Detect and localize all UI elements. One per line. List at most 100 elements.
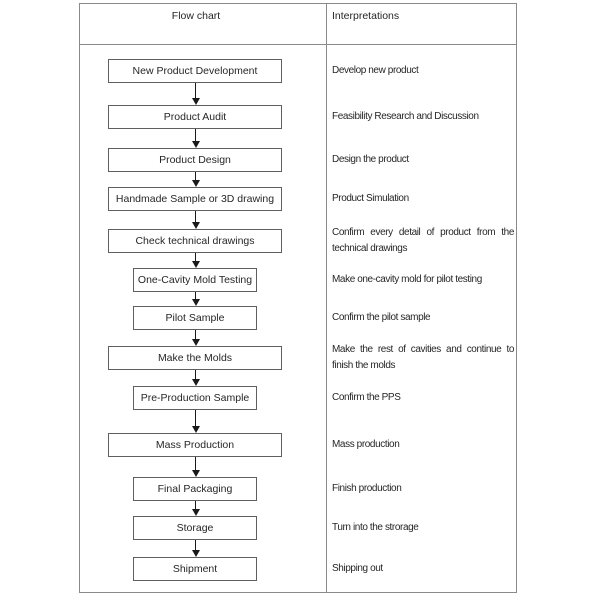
flow-step-label: One-Cavity Mold Testing [137, 274, 253, 286]
arrow-down-icon [187, 253, 204, 268]
arrow-head [191, 470, 200, 477]
arrow-head [191, 426, 200, 433]
flow-step-box: Handmade Sample or 3D drawing [108, 187, 282, 211]
interpretation-cell: Develop new product [332, 59, 514, 83]
flow-step-box: Storage [133, 516, 257, 540]
arrow-head [191, 379, 200, 386]
flow-row: Make the Molds Make the rest of cavities… [80, 344, 516, 371]
interpretation-text: Turn into the strorage [332, 522, 419, 533]
flow-step-label: Final Packaging [157, 483, 233, 495]
flow-row: Mass Production Mass production [80, 433, 516, 457]
flow-step-box: New Product Development [108, 59, 282, 83]
interpretation-text: Finish production [332, 483, 402, 494]
arrow-shaft [194, 253, 197, 261]
flow-step-label: New Product Development [132, 65, 258, 77]
arrow-head [191, 222, 200, 229]
column-divider [326, 4, 327, 592]
interpretation-cell: Feasibility Research and Discussion [332, 105, 514, 129]
interpretation-text: Make one-cavity mold for pilot testing [332, 274, 482, 285]
arrow-shaft [194, 540, 197, 550]
arrow-head [191, 98, 200, 105]
flow-step-label: Product Design [159, 154, 231, 166]
interpretation-text: Product Simulation [332, 193, 409, 204]
flow-row: Check technical drawings Confirm every d… [80, 227, 516, 254]
interpretation-cell: Confirm the pilot sample [332, 306, 514, 330]
flow-step-box: Pre-Production Sample [133, 386, 257, 410]
interpretation-text: Mass production [332, 439, 400, 450]
interpretation-cell: Confirm every detail of product from the… [332, 227, 514, 254]
flow-chart-column-header: Flow chart [171, 10, 221, 22]
arrow-head [191, 509, 200, 516]
arrow-down-icon [187, 83, 204, 105]
arrow-head [191, 339, 200, 346]
interpretation-text: Make the rest of cavities and continue t… [332, 344, 514, 371]
flow-row: One-Cavity Mold Testing Make one-cavity … [80, 268, 516, 292]
interpretation-text: Design the product [332, 154, 409, 165]
arrow-down-icon [187, 501, 204, 516]
interpretation-cell: Shipping out [332, 557, 514, 581]
flow-row: Handmade Sample or 3D drawing Product Si… [80, 187, 516, 211]
arrow-down-icon [187, 292, 204, 306]
arrow-down-icon [187, 457, 204, 477]
arrow-shaft [194, 457, 197, 470]
interpretation-text: Feasibility Research and Discussion [332, 111, 479, 122]
arrow-down-icon [187, 330, 204, 346]
interpretation-text: Develop new product [332, 65, 419, 76]
arrow-down-icon [187, 172, 204, 187]
table-header: Flow chart Interpretations [80, 4, 516, 45]
arrow-shaft [194, 501, 197, 509]
interpretation-text: Shipping out [332, 563, 383, 574]
flow-step-label: Mass Production [155, 439, 235, 451]
interpretation-cell: Turn into the strorage [332, 516, 514, 540]
arrow-shaft [194, 410, 197, 426]
arrow-head [191, 180, 200, 187]
interpretation-cell: Mass production [332, 433, 514, 457]
flow-step-box: Mass Production [108, 433, 282, 457]
arrow-shaft [194, 330, 197, 339]
interpretation-text: Confirm the pilot sample [332, 312, 431, 323]
interpretations-column-header: Interpretations [332, 10, 400, 22]
arrow-down-icon [187, 410, 204, 433]
flow-row: Product Design Design the product [80, 148, 516, 172]
flow-step-label: Make the Molds [157, 352, 233, 364]
flowchart-table: Flow chart Interpretations New Product D… [79, 3, 517, 593]
flow-row: New Product Development Develop new prod… [80, 59, 516, 83]
arrow-head [191, 299, 200, 306]
flow-step-box: One-Cavity Mold Testing [133, 268, 257, 292]
flow-step-box: Check technical drawings [108, 229, 282, 253]
flow-step-box: Shipment [133, 557, 257, 581]
arrow-down-icon [187, 129, 204, 148]
arrow-down-icon [187, 540, 204, 557]
interpretation-cell: Confirm the PPS [332, 386, 514, 410]
interpretation-cell: Product Simulation [332, 187, 514, 211]
arrow-shaft [194, 83, 197, 98]
arrow-head [191, 141, 200, 148]
flow-step-label: Check technical drawings [135, 235, 255, 247]
flow-step-box: Make the Molds [108, 346, 282, 370]
interpretation-text: Confirm every detail of product from the… [332, 227, 514, 254]
flow-row: Final Packaging Finish production [80, 477, 516, 501]
arrow-head [191, 261, 200, 268]
flow-step-label: Pre-Production Sample [140, 392, 250, 404]
interpretation-cell: Finish production [332, 477, 514, 501]
arrow-shaft [194, 129, 197, 141]
flow-row: Pre-Production Sample Confirm the PPS [80, 386, 516, 410]
flow-step-label: Pilot Sample [165, 312, 225, 324]
flow-step-label: Product Audit [163, 111, 227, 123]
flow-row: Storage Turn into the strorage [80, 516, 516, 540]
flow-row: Shipment Shipping out [80, 557, 516, 581]
arrow-shaft [194, 370, 197, 379]
flow-step-box: Product Design [108, 148, 282, 172]
flow-row: Pilot Sample Confirm the pilot sample [80, 306, 516, 330]
arrow-shaft [194, 292, 197, 299]
arrow-down-icon [187, 370, 204, 386]
arrow-shaft [194, 172, 197, 180]
flow-step-label: Shipment [172, 563, 218, 575]
flow-step-box: Pilot Sample [133, 306, 257, 330]
arrow-down-icon [187, 211, 204, 229]
flow-step-box: Final Packaging [133, 477, 257, 501]
arrow-shaft [194, 211, 197, 222]
flow-row: Product Audit Feasibility Research and D… [80, 105, 516, 129]
flow-step-label: Storage [176, 522, 214, 534]
flow-step-box: Product Audit [108, 105, 282, 129]
